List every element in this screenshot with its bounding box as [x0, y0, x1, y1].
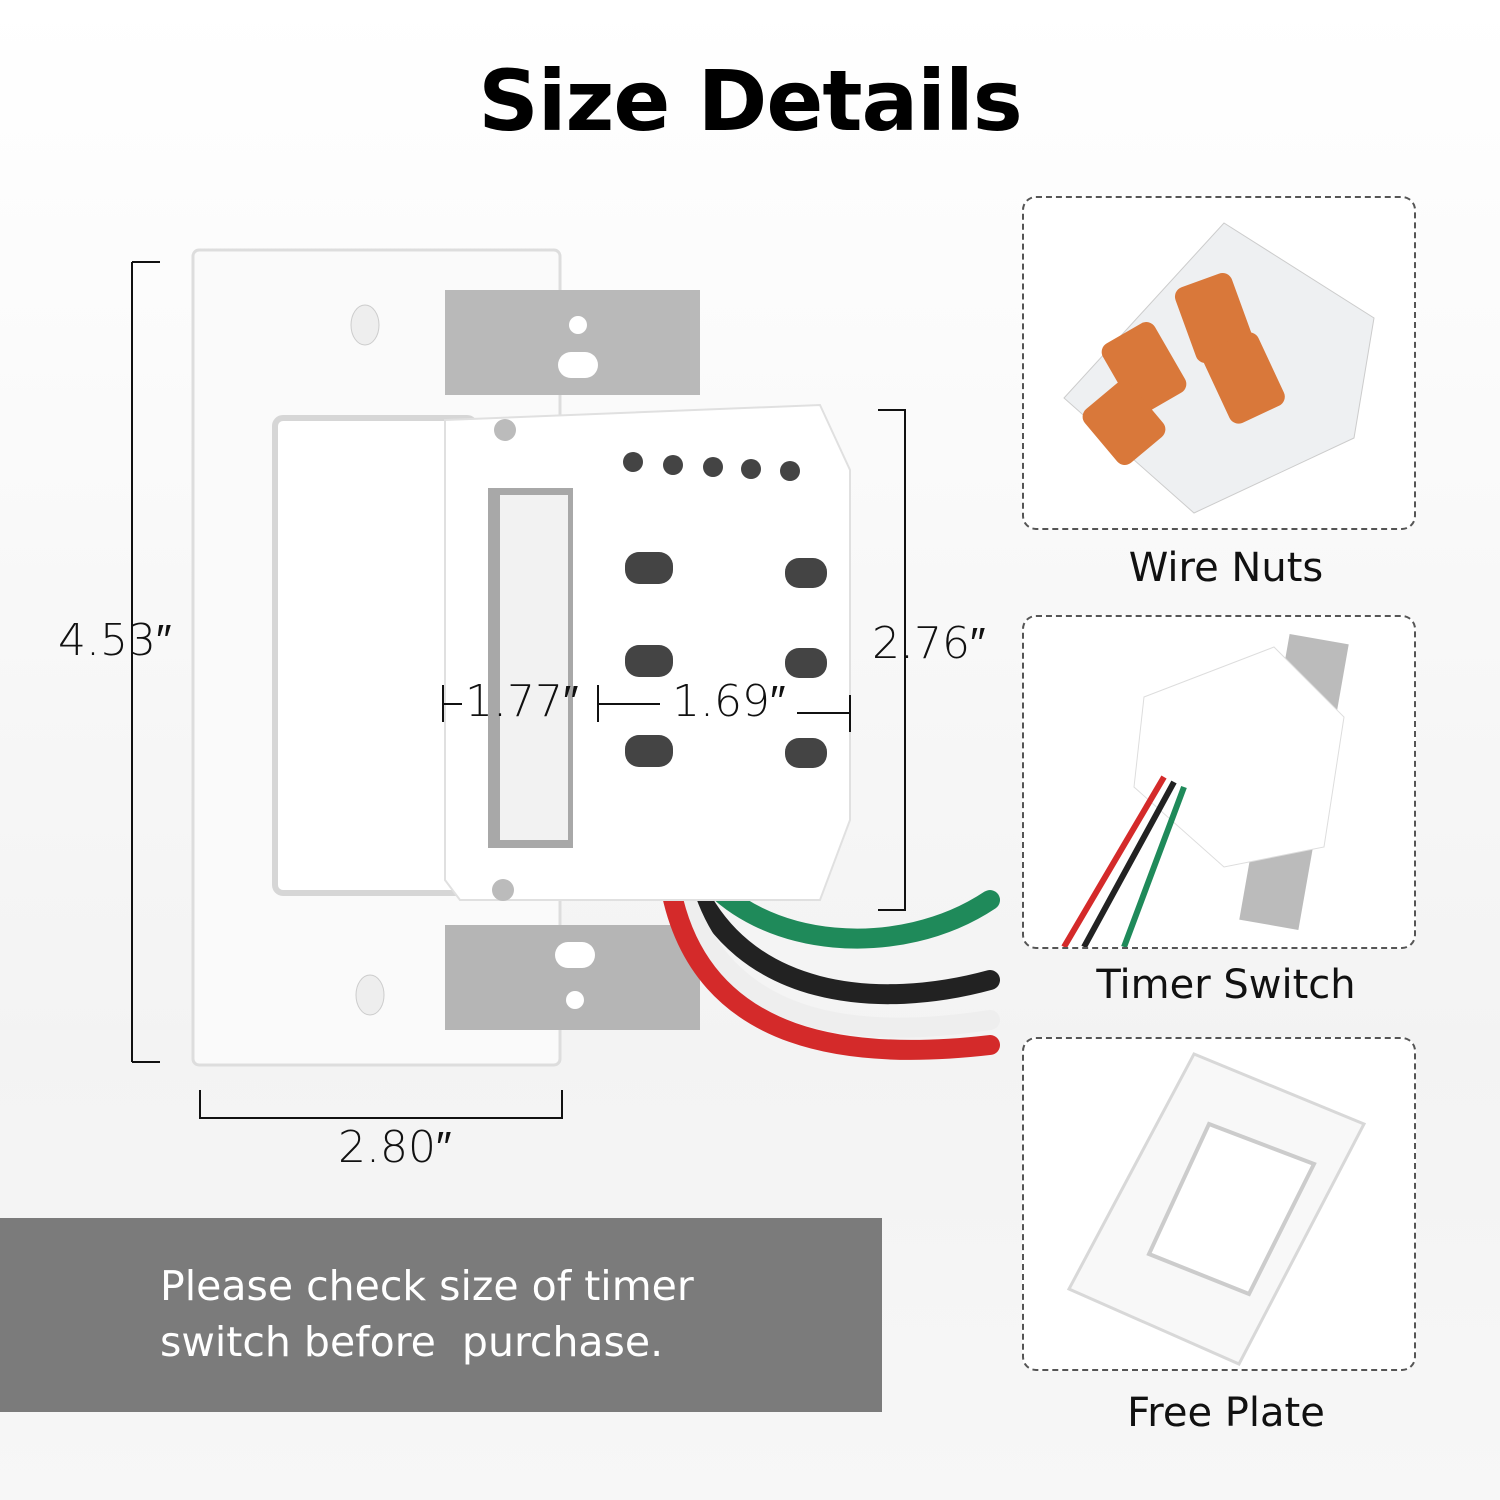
notice-banner: [0, 1218, 882, 1412]
notice-line-2: switch before purchase.: [160, 1318, 664, 1366]
wires: [660, 860, 1000, 1060]
body-depth-left-label: 1.77″: [465, 676, 579, 727]
notice-line-1: Please check size of timer: [160, 1262, 694, 1310]
free-plate-image: [1022, 1037, 1416, 1371]
dimension-lines: [131, 261, 906, 1119]
plate-height-label: 4.53″: [58, 615, 172, 666]
metal-strap-bottom: [445, 925, 700, 1030]
wire-nuts-caption: Wire Nuts: [1128, 545, 1324, 591]
metal-strap-top: [445, 290, 700, 395]
page-title: Size Details: [478, 52, 1023, 150]
free-plate-caption: Free Plate: [1127, 1390, 1325, 1436]
product-illustration: [131, 248, 1000, 1119]
plate-width-label: 2.80″: [338, 1122, 452, 1173]
switch-body: [444, 403, 851, 901]
body-height-label: 2.76″: [872, 618, 986, 669]
notice-text: Please check size of timer switch before…: [160, 1258, 694, 1370]
body-depth-right-label: 1.69″: [672, 676, 786, 727]
timer-switch-caption: Timer Switch: [1096, 962, 1356, 1008]
wire-nuts-image: [1022, 196, 1416, 530]
timer-switch-image: [1022, 615, 1416, 949]
